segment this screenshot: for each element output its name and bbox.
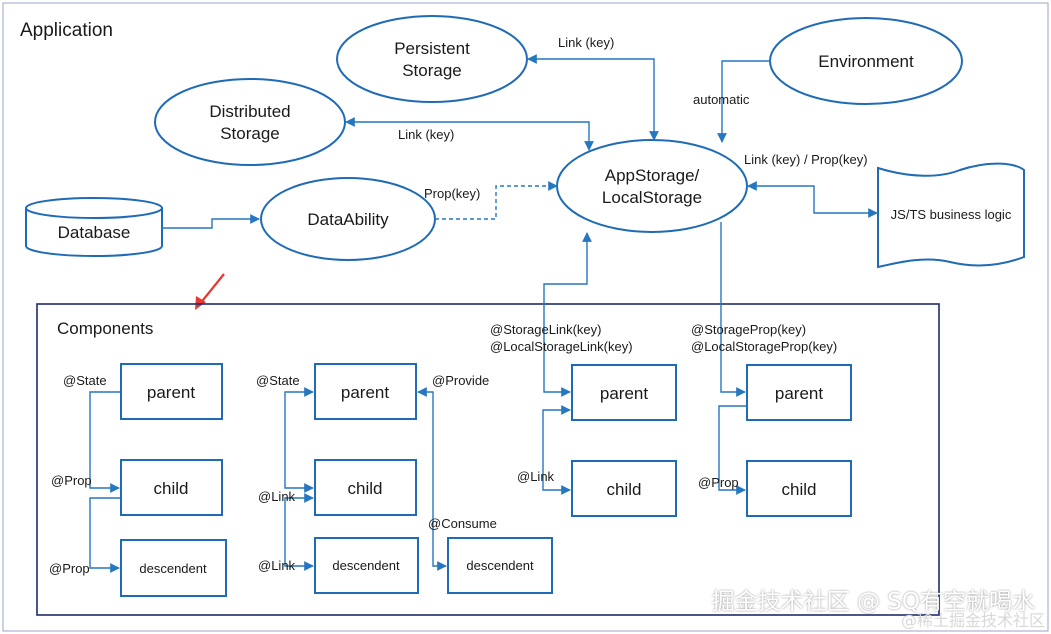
g1-child-label: child <box>154 479 189 498</box>
g5-edge-parent-child <box>718 405 747 495</box>
g4-storage-link: @StorageLink(key) <box>490 322 601 337</box>
persistent-storage-line2: Storage <box>402 61 462 80</box>
g1-decorator-prop1: @Prop <box>51 473 92 488</box>
database-node: Database <box>25 197 163 257</box>
database-label: Database <box>58 223 131 242</box>
g4-decorator-link: @Link <box>517 469 555 484</box>
components-frame <box>36 303 940 616</box>
edge-dataability-appstorage <box>435 181 558 220</box>
persistent-storage-line1: Persistent <box>394 39 470 58</box>
edge-appstorage-persistent <box>527 54 659 141</box>
edge-appstorage-business <box>747 181 878 218</box>
distributed-storage-node: Distributed Storage <box>154 78 346 166</box>
g2-edge-parent-child <box>284 387 314 493</box>
distributed-storage-line2: Storage <box>220 124 280 143</box>
g4-edge-parent-child <box>542 405 571 495</box>
business-logic-node: JS/TS business logic <box>877 162 1025 269</box>
edge-label-link-persistent: Link (key) <box>558 35 614 50</box>
watermark-main: 掘金技术社区 @ SQ有空就喝水 <box>711 589 1035 615</box>
g2-decorator-link1: @Link <box>258 489 296 504</box>
business-logic-label: JS/TS business logic <box>891 207 1012 222</box>
edge-label-link-prop: Link (key) / Prop(key) <box>744 152 868 167</box>
g1-edge-parent-child <box>89 391 121 493</box>
g3-decorator-consume: @Consume <box>428 516 497 531</box>
g5-local-storage-prop: @LocalStorageProp(key) <box>691 339 837 354</box>
g2-descendent-label: descendent <box>332 558 400 573</box>
watermark-sub: @稀土掘金技术社区 <box>900 611 1045 630</box>
g5-edge-appstorage-parent <box>720 222 746 397</box>
g3-descendent-label: descendent <box>466 558 534 573</box>
g4-edge-appstorage-parent <box>543 232 592 397</box>
g2-child-label: child <box>348 479 383 498</box>
group-storage-link: parent child @StorageLink(key) @LocalSto… <box>490 232 677 517</box>
components-label: Components <box>57 319 153 338</box>
persistent-storage-node: Persistent Storage <box>336 15 528 103</box>
g1-decorator-state: @State <box>63 373 107 388</box>
dataability-node: DataAbility <box>260 177 436 261</box>
distributed-storage-line1: Distributed <box>209 102 290 121</box>
appstorage-line1: AppStorage/ <box>605 166 700 185</box>
edge-label-automatic: automatic <box>693 92 750 107</box>
edge-label-prop: Prop(key) <box>424 186 480 201</box>
group-storage-prop: parent child @StorageProp(key) @LocalSto… <box>691 222 852 517</box>
appstorage-line2: LocalStorage <box>602 188 702 207</box>
dataability-label: DataAbility <box>307 210 389 229</box>
application-label: Application <box>20 20 113 41</box>
g1-parent-label: parent <box>147 383 195 402</box>
g2-edge-child-descendent <box>284 493 314 571</box>
g2-decorator-state: @State <box>256 373 300 388</box>
pointer-arrowhead-icon <box>195 296 206 310</box>
g5-decorator-prop: @Prop <box>698 475 739 490</box>
edge-database-dataability <box>162 214 260 229</box>
g2-parent-label: parent <box>341 383 389 402</box>
group-provide-consume: descendent @Provide @Consume <box>417 373 553 594</box>
g4-local-storage-link: @LocalStorageLink(key) <box>490 339 633 354</box>
group-state-prop: parent child descendent @State @Prop @Pr… <box>49 363 227 597</box>
g5-storage-prop: @StorageProp(key) <box>691 322 806 337</box>
group-state-link: parent child descendent @State @Link @Li… <box>256 363 419 594</box>
g3-decorator-provide: @Provide <box>432 373 489 388</box>
g1-edge-child-descendent <box>89 497 121 573</box>
appstorage-node: AppStorage/ LocalStorage <box>556 139 748 233</box>
edge-appstorage-distributed <box>345 117 594 151</box>
environment-node: Environment <box>769 17 963 105</box>
g3-edge-provide-consume <box>417 387 447 571</box>
g5-parent-label: parent <box>775 384 823 403</box>
g1-descendent-label: descendent <box>139 561 207 576</box>
g5-child-label: child <box>782 480 817 499</box>
g2-decorator-link2: @Link <box>258 558 296 573</box>
edge-label-link-distributed: Link (key) <box>398 127 454 142</box>
pointer-arrow-icon <box>198 273 225 306</box>
g4-parent-label: parent <box>600 384 648 403</box>
g1-decorator-prop2: @Prop <box>49 561 90 576</box>
g4-child-label: child <box>607 480 642 499</box>
edge-environment-appstorage <box>717 60 770 143</box>
environment-label: Environment <box>818 52 914 71</box>
